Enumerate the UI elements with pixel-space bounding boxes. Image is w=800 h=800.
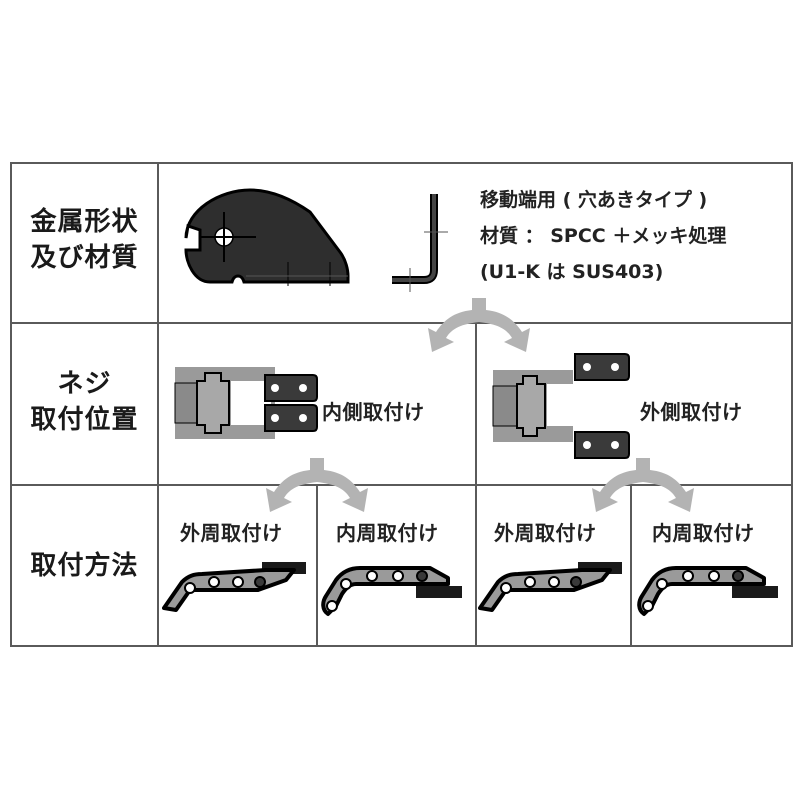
chain-inner-icon-2 <box>637 566 778 616</box>
method-outer-label-1: 外周取付け <box>180 521 283 545</box>
row-header-method-line1: 取付方法 <box>30 551 139 581</box>
chain-outer-icon <box>162 562 306 612</box>
table-divider-col1 <box>157 162 159 647</box>
table-divider-q1 <box>316 484 318 647</box>
split-arrow-icon-left <box>266 458 368 512</box>
row-header-screw-position: ネジ 取付位置 <box>12 366 157 438</box>
method-inner-label-2: 内周取付け <box>652 521 755 545</box>
bracket-plate-icon <box>184 188 350 286</box>
spec-u1k-note: (U1-K は SUS403) <box>480 261 664 283</box>
table-divider-row2 <box>10 484 793 486</box>
table-border-left <box>10 162 12 647</box>
table-border-top <box>10 162 793 164</box>
split-arrow-icon-right <box>592 458 694 512</box>
table-divider-row1 <box>10 322 793 324</box>
l-bracket-icon <box>392 194 448 292</box>
row-header-material: 金属形状 及び材質 <box>12 204 157 276</box>
row-header-screw-line1: ネジ <box>57 369 112 399</box>
spec-mobile-end: 移動端用 ( 穴あきタイプ ) <box>480 189 708 211</box>
chain-inner-icon <box>321 566 462 616</box>
option-outer-mount-label: 外側取付け <box>640 400 743 424</box>
row-header-mount-method: 取付方法 <box>12 548 157 584</box>
method-inner-label-1: 内周取付け <box>336 521 439 545</box>
row-header-screw-line2: 取付位置 <box>30 405 139 435</box>
outer-mount-bracket-icon <box>492 353 630 459</box>
table-divider-q3 <box>630 484 632 647</box>
table-border-bottom <box>10 645 793 647</box>
material-spec: 移動端用 ( 穴あきタイプ ) 材質 ： SPCC ＋メッキ処理 (U1-K は… <box>480 182 726 290</box>
table-divider-mid <box>475 322 477 647</box>
chain-outer-icon-2 <box>478 562 622 612</box>
split-arrow-icon-top <box>428 298 530 352</box>
method-outer-label-2: 外周取付け <box>494 521 597 545</box>
table-border-right <box>791 162 793 647</box>
row-header-material-line2: 及び材質 <box>30 243 139 273</box>
spec-material: 材質 ： SPCC ＋メッキ処理 <box>480 225 727 247</box>
inner-mount-bracket-icon <box>174 367 318 439</box>
row-header-material-line1: 金属形状 <box>30 207 139 237</box>
option-inner-mount-label: 内側取付け <box>322 400 425 424</box>
